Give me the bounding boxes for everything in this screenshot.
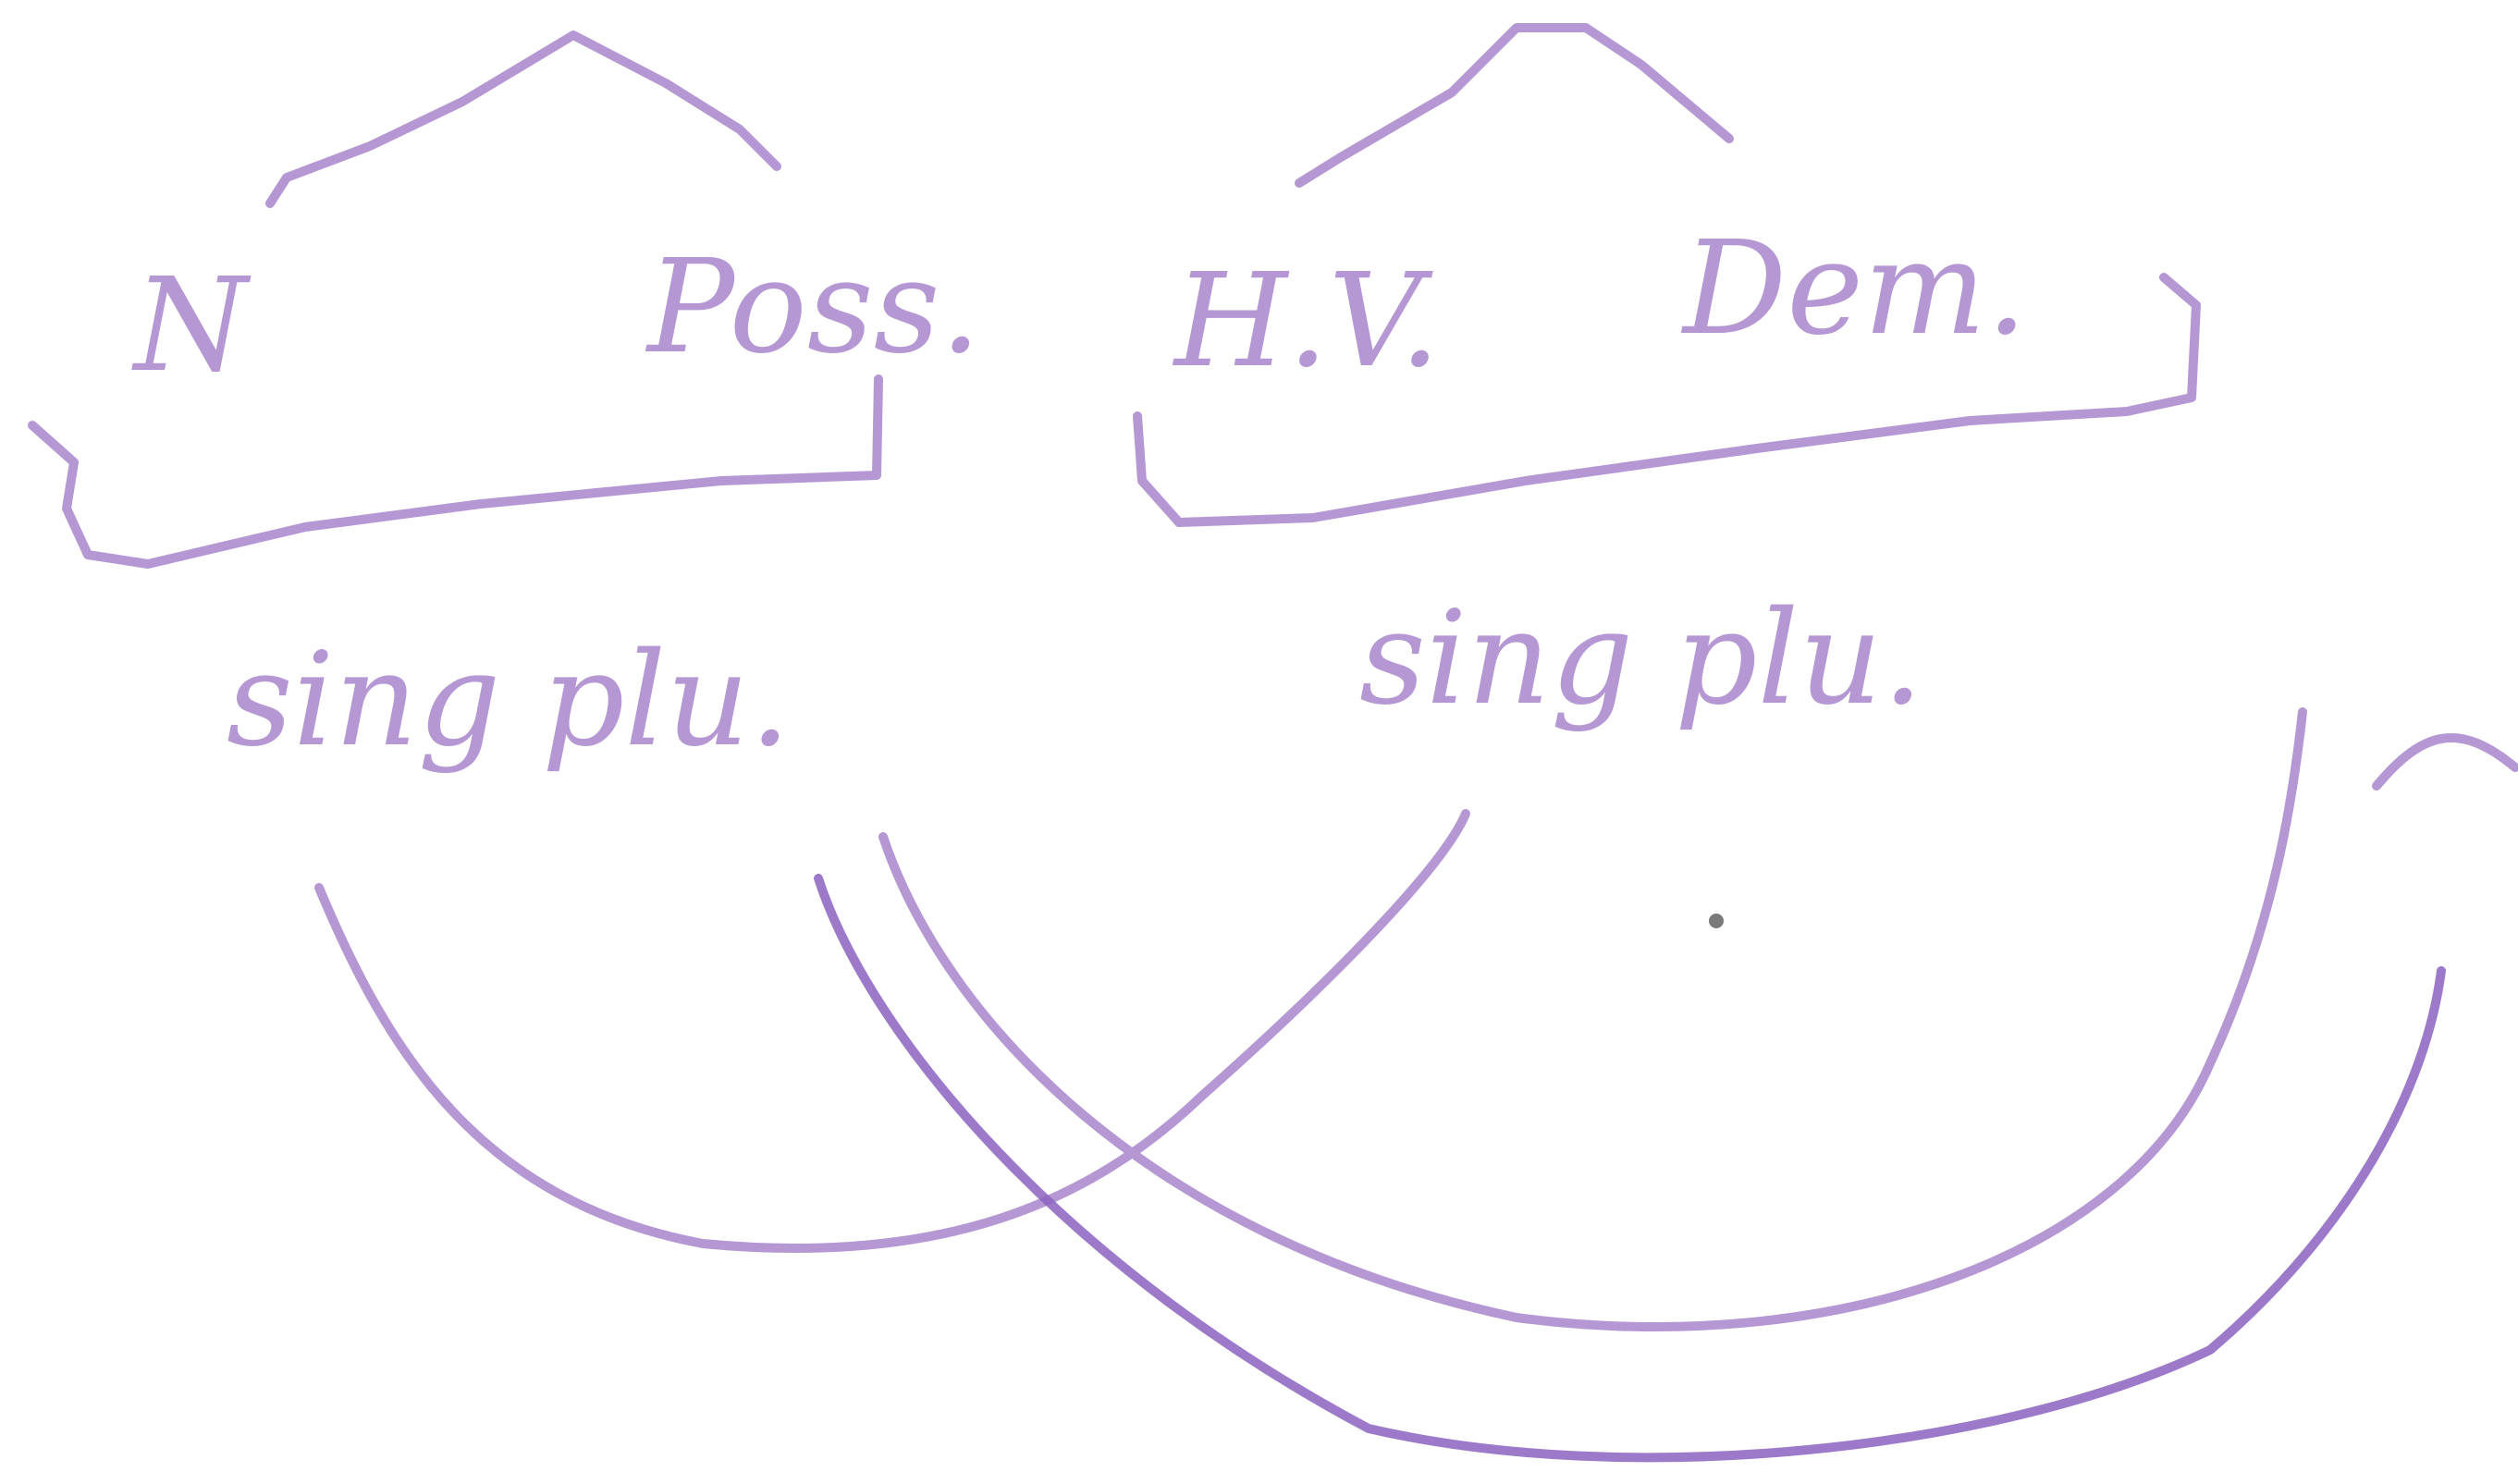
label-top-left-n: N (131, 251, 252, 401)
label-top-right-dem: Dem. (1680, 214, 2027, 364)
roof-right (1295, 23, 1734, 188)
label-top-right-hv: H.V. (1172, 246, 1441, 397)
arc-4 (2372, 733, 2518, 791)
arc-3 (814, 874, 2446, 1463)
bracket-left (28, 374, 883, 569)
small-dot (1709, 914, 1724, 928)
label-lower-right-sing-plu: sing plu. (1359, 583, 1923, 734)
label-top-left-poss: Poss. (645, 232, 981, 383)
label-lower-left-sing-plu: sing plu. (227, 625, 791, 776)
arc-2 (878, 707, 2307, 1331)
arc-1 (314, 809, 1470, 1253)
bracket-right (1133, 273, 2201, 527)
roof-left (265, 31, 781, 208)
